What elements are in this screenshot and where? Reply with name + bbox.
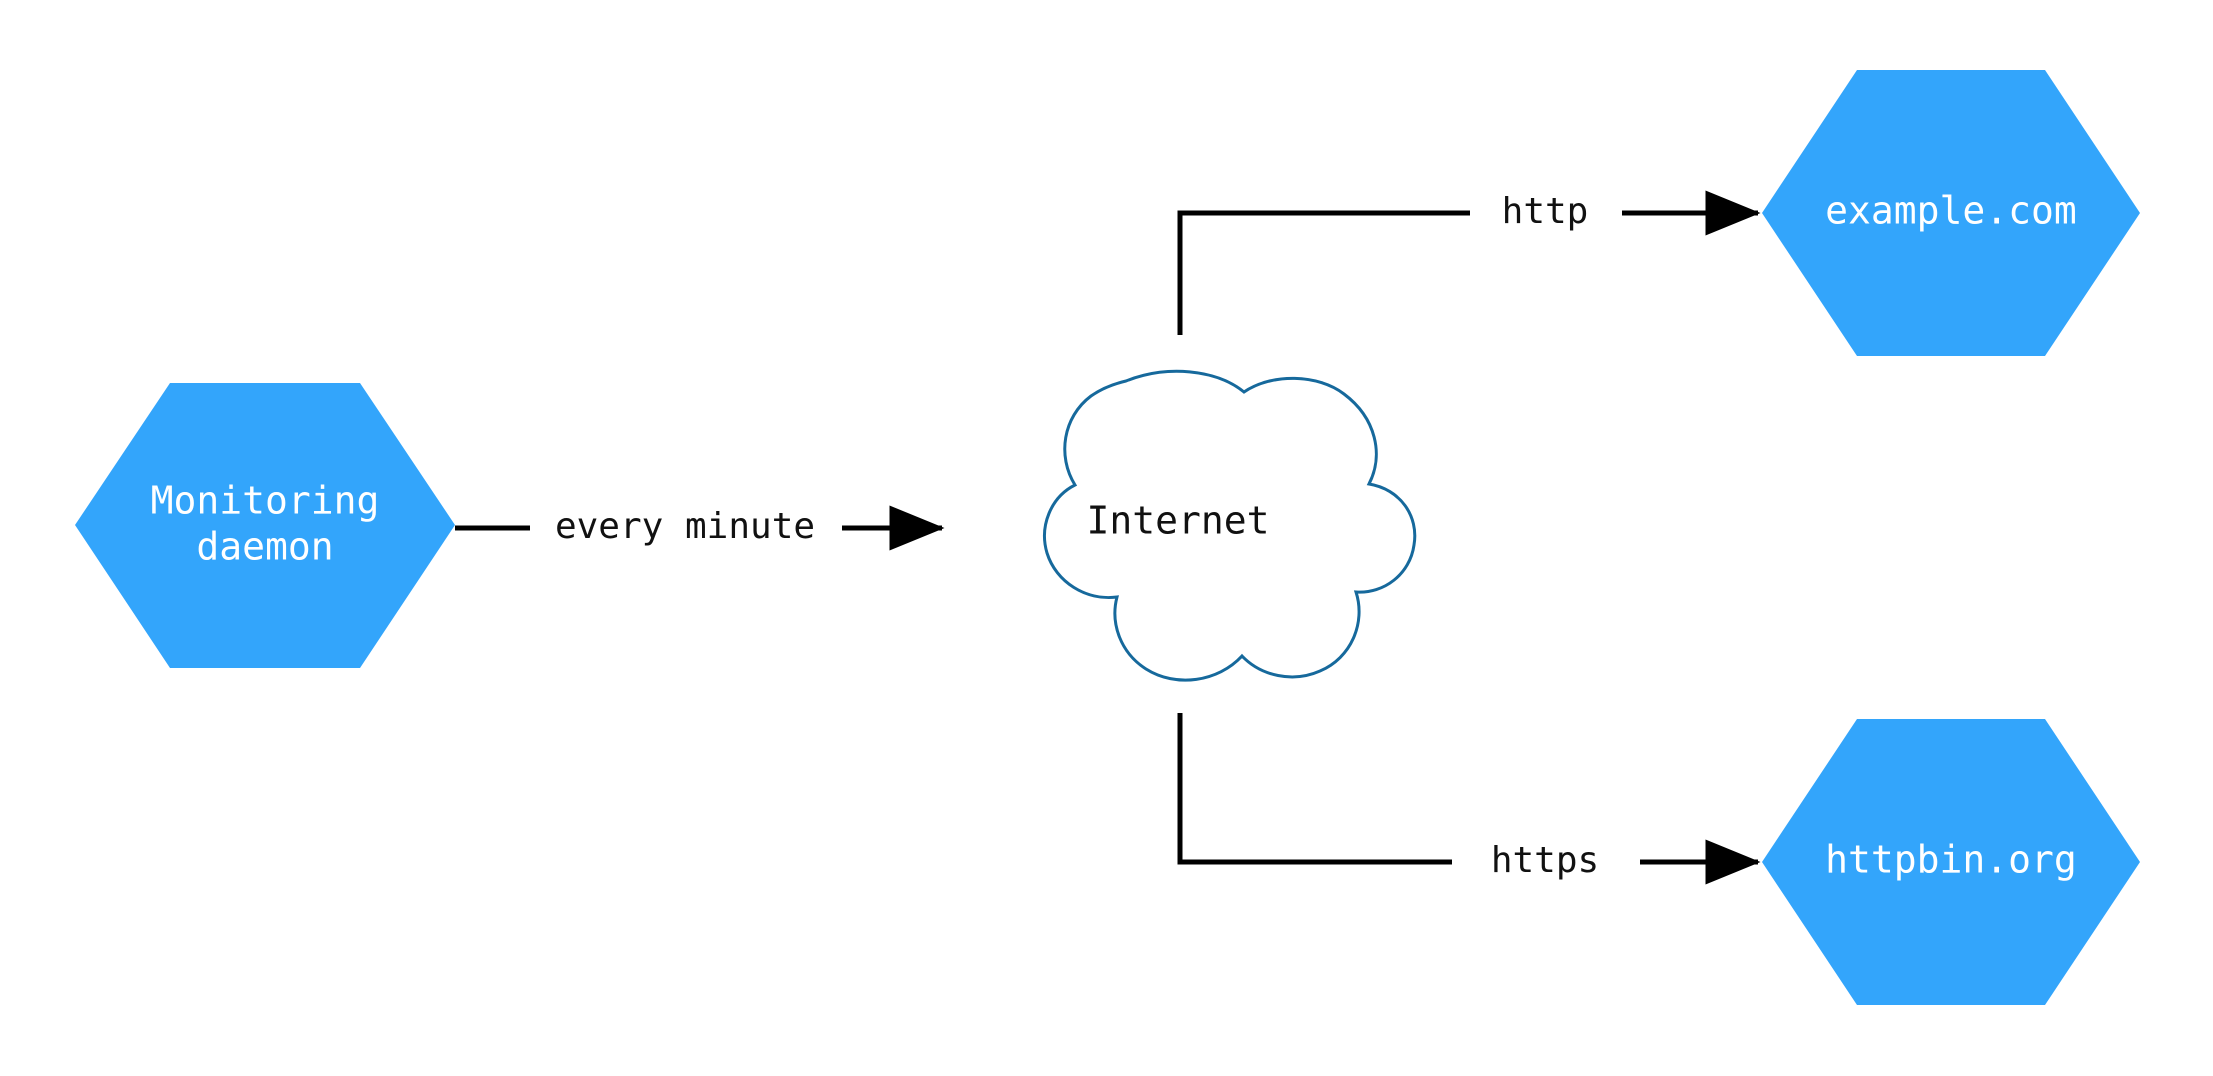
- edge-line-segment: [1177, 210, 1470, 335]
- node-label-example-com: example.com: [1825, 189, 2077, 233]
- edge-label-https: https: [1491, 840, 1599, 881]
- node-label-internet: Internet: [1086, 499, 1269, 543]
- hexagon-shape[interactable]: [1762, 70, 2140, 356]
- node-label-line2: daemon: [196, 525, 333, 569]
- node-label-httpbin-org: httpbin.org: [1825, 838, 2077, 882]
- node-example-com[interactable]: example.com: [1762, 70, 2140, 356]
- node-internet[interactable]: Internet: [1043, 369, 1417, 682]
- hexagon-shape[interactable]: [1762, 719, 2140, 1005]
- edge-line-segment: [1177, 713, 1452, 865]
- edge-internet-to-example: http: [1177, 190, 1761, 335]
- edge-daemon-to-internet: every minute: [455, 505, 945, 551]
- node-httpbin-org[interactable]: httpbin.org: [1762, 719, 2140, 1005]
- node-label-line1: Monitoring: [151, 479, 380, 523]
- node-monitoring-daemon[interactable]: Monitoring daemon: [75, 383, 455, 668]
- edge-internet-to-httpbin: https: [1177, 713, 1761, 885]
- edge-label-http: http: [1502, 191, 1589, 232]
- edge-label-every-minute: every minute: [555, 506, 815, 547]
- cloud-shape[interactable]: [1043, 369, 1417, 682]
- hexagon-shape[interactable]: [75, 383, 455, 668]
